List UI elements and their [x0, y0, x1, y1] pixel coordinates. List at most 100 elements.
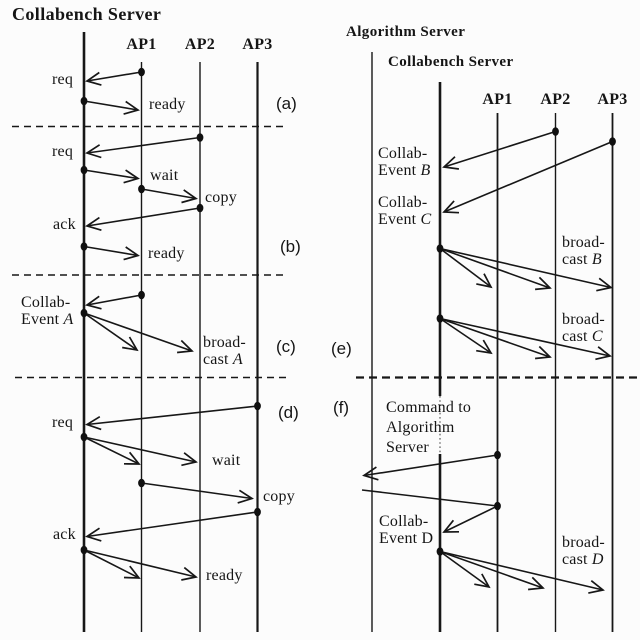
section-label-c: (c)	[276, 337, 296, 356]
message-label-text: Collab-	[379, 513, 429, 530]
message-label-text: Event	[378, 162, 421, 179]
message-arrow	[443, 140, 613, 213]
message-label-line: ack	[53, 216, 76, 233]
arrowhead	[528, 576, 545, 591]
message-arrow	[443, 130, 556, 168]
message-label-text: wait	[212, 452, 241, 469]
message-label-line: ready	[149, 96, 186, 113]
message-label-line: Collab-	[378, 194, 431, 211]
message-label-text: wait	[150, 167, 179, 184]
arrowhead	[362, 466, 379, 481]
message-label-text: ack	[53, 216, 76, 233]
message-label-line: Server	[386, 438, 471, 458]
message-label-broadcast-c: broad-cast C	[562, 311, 605, 345]
ap-label-left-ap1: AP1	[126, 36, 157, 53]
message-arrow	[86, 71, 142, 82]
message-arrow	[83, 312, 193, 352]
message-label-line: Collab-	[379, 513, 433, 530]
message-label-req-d: req	[52, 414, 73, 431]
message-label-line: req	[52, 414, 73, 431]
message-arrow	[439, 550, 544, 589]
message-arrow	[141, 482, 253, 500]
message-label-text: D	[591, 551, 604, 568]
message-arrow	[439, 247, 551, 289]
message-arrow	[86, 207, 201, 227]
title-collabench-server-left: Collabench Server	[12, 4, 162, 24]
message-arrow	[83, 312, 138, 351]
message-label-line: ready	[206, 567, 243, 584]
message-arrow	[86, 294, 142, 306]
message-label-line: cast A	[203, 351, 246, 368]
event-dot	[80, 242, 88, 251]
event-dot	[138, 67, 145, 77]
message-label-text: ack	[53, 526, 76, 543]
message-label-text: C	[420, 211, 432, 228]
event-dot	[609, 137, 616, 146]
arrowhead	[442, 519, 460, 533]
arrowhead	[85, 527, 102, 542]
event-dot	[436, 244, 444, 253]
arrowhead	[474, 573, 491, 589]
message-label-text: Server	[386, 439, 429, 456]
message-label-line: cast D	[562, 551, 605, 568]
message-label-line: Event B	[378, 162, 431, 179]
message-label-req-b: req	[52, 143, 73, 160]
message-arrow	[83, 549, 197, 578]
message-label-line: copy	[263, 488, 295, 505]
event-dot	[138, 184, 145, 194]
message-arrow	[439, 317, 551, 358]
message-label-text: copy	[205, 189, 237, 206]
message-arrow	[363, 454, 498, 477]
message-label-line: req	[52, 71, 73, 88]
message-label-text: copy	[263, 488, 295, 505]
message-arrow	[86, 511, 258, 538]
arrowhead	[535, 345, 552, 360]
arrowhead	[123, 169, 140, 184]
message-arrow	[83, 436, 197, 463]
message-arrow	[83, 169, 139, 180]
event-dot	[436, 314, 444, 323]
message-label-copy-d: copy	[263, 488, 295, 505]
section-label-f: (f)	[333, 398, 350, 417]
message-label-text: ready	[206, 567, 243, 584]
message-label-wait-d: wait	[212, 452, 240, 469]
arrowhead	[85, 415, 102, 431]
message-arrow	[439, 317, 611, 357]
message-label-line: Event A	[21, 311, 74, 328]
message-label-broadcast-d: broad-cast D	[562, 534, 605, 568]
message-label-line: Event C	[378, 211, 431, 228]
arrowhead	[588, 580, 605, 594]
message-label-req-a: req	[52, 71, 73, 88]
message-label-text: Event	[378, 211, 421, 228]
event-dot	[254, 507, 261, 517]
message-label-broadcast-a: broad-cast A	[203, 334, 246, 368]
event-dot	[552, 127, 559, 136]
message-label-text: Event	[21, 311, 64, 328]
message-arrow	[361, 489, 498, 507]
arrowhead	[85, 295, 102, 310]
message-label-line: Collab-	[21, 294, 74, 311]
title-algorithm-server: Algorithm Server	[346, 24, 466, 40]
arrowhead	[177, 339, 194, 354]
arrowhead	[85, 144, 102, 159]
arrowhead	[85, 71, 102, 86]
message-label-text: Event D	[379, 530, 434, 547]
message-label-copy-b: copy	[205, 189, 237, 206]
arrowhead	[122, 336, 139, 352]
event-dot	[80, 96, 88, 106]
message-label-line: wait	[212, 452, 240, 469]
message-arrow	[439, 550, 490, 588]
message-label-line: copy	[205, 189, 237, 206]
message-label-text: cast	[562, 251, 592, 268]
arrowhead	[123, 246, 140, 261]
arrowhead	[237, 489, 254, 504]
arrowhead	[123, 565, 141, 579]
message-arrow	[86, 136, 201, 154]
event-dot	[254, 401, 261, 411]
message-label-text: A	[232, 351, 243, 368]
arrowhead	[442, 156, 460, 170]
message-label-broadcast-b: broad-cast B	[562, 234, 605, 268]
message-label-collab-event-a: Collab-Event A	[21, 294, 74, 328]
message-label-ready-d: ready	[206, 567, 243, 584]
